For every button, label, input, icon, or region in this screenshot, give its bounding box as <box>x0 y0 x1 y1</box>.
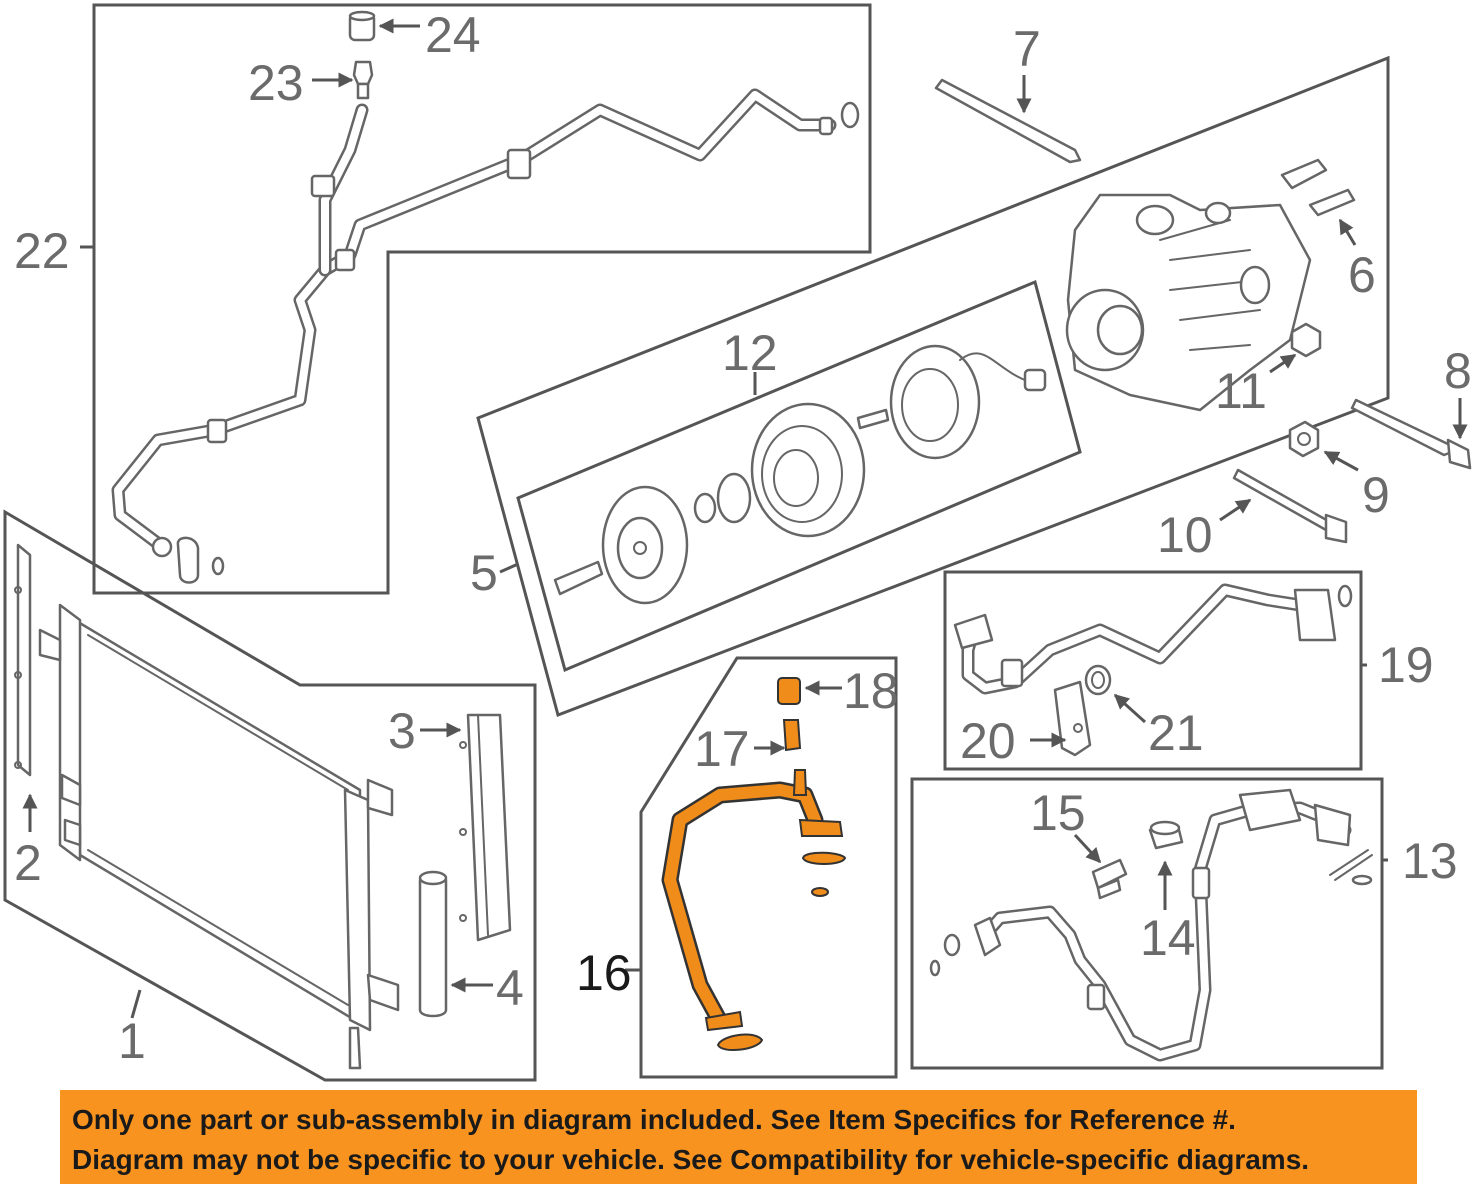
callout-16: 16 <box>576 945 632 1001</box>
bracket-20 <box>1053 680 1092 757</box>
callout-22: 22 <box>14 223 70 279</box>
group-frame-16 <box>639 656 898 1079</box>
callout-4: 4 <box>496 960 524 1016</box>
callout-19: 19 <box>1378 637 1434 693</box>
valve-cap-24 <box>348 10 376 42</box>
callout-10: 10 <box>1157 507 1213 563</box>
compressor-11 <box>1065 193 1312 412</box>
group-frame-compressor <box>476 55 1390 717</box>
group-frame-13 <box>910 777 1384 1070</box>
group-frame-19 <box>943 570 1363 771</box>
seal-6 <box>1280 158 1356 217</box>
callout-20: 20 <box>960 713 1016 769</box>
callout-23: 23 <box>248 55 304 111</box>
disclaimer-line-1: Only one part or sub-assembly in diagram… <box>72 1104 1236 1135</box>
seal-3 <box>459 713 512 942</box>
valve-11 <box>1290 322 1322 358</box>
discharge-hose-16 <box>661 769 847 1052</box>
pressure-switch-14 <box>1148 820 1184 850</box>
valve-cap-18 <box>777 677 801 705</box>
group-frame-12 <box>516 279 1082 673</box>
bolt-10 <box>1232 468 1348 544</box>
disclaimer-line-2: Diagram may not be specific to your vehi… <box>72 1144 1310 1175</box>
callout-24: 24 <box>425 7 481 63</box>
liquid-line-13 <box>929 788 1373 1062</box>
callout-1: 1 <box>118 1013 146 1069</box>
callout-3: 3 <box>388 703 416 759</box>
callout-11: 11 <box>1215 363 1267 419</box>
disclaimer-banner: Only one part or sub-assembly in diagram… <box>60 1090 1417 1184</box>
callout-14: 14 <box>1140 910 1196 966</box>
clutch-assembly-12 <box>553 344 1047 605</box>
callout-18: 18 <box>843 663 899 719</box>
stud-7 <box>934 78 1082 164</box>
callout-21: 21 <box>1148 705 1204 761</box>
seal-2 <box>14 543 32 777</box>
suction-line-assembly <box>111 88 860 584</box>
callout-7: 7 <box>1013 21 1041 77</box>
hose-19 <box>953 583 1353 695</box>
callout-8: 8 <box>1444 343 1472 399</box>
group-frame-1 <box>3 509 537 1082</box>
seal-21 <box>1084 664 1112 696</box>
callout-2: 2 <box>14 835 42 891</box>
callout-6: 6 <box>1348 247 1376 303</box>
service-valve-17 <box>782 719 802 752</box>
valve-core-15 <box>1091 858 1128 900</box>
callout-5: 5 <box>470 545 498 601</box>
bolt-8 <box>1350 398 1472 470</box>
nut-9 <box>1288 420 1320 458</box>
leader-lines <box>22 18 1468 1019</box>
callout-labels: 24 23 22 7 6 8 9 10 11 12 5 2 3 4 1 18 1… <box>14 7 1472 1069</box>
receiver-drier-4 <box>418 870 448 1018</box>
group-frame-22 <box>92 3 872 595</box>
service-valve-23 <box>352 60 374 100</box>
callout-17: 17 <box>694 721 750 777</box>
condenser-1 <box>38 603 400 1070</box>
callout-15: 15 <box>1030 785 1086 841</box>
callout-13: 13 <box>1402 833 1458 889</box>
callout-12: 12 <box>722 325 778 381</box>
callout-9: 9 <box>1362 467 1390 523</box>
